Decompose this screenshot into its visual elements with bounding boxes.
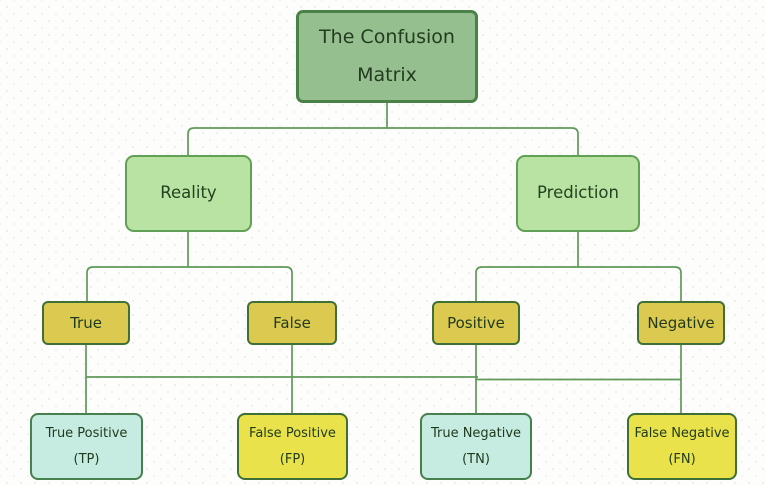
node-false-positive-label: False Positive (249, 425, 336, 441)
edge-prediction-children (475, 266, 682, 302)
node-negative: Negative (637, 301, 725, 345)
node-true-negative-abbr: (TN) (462, 451, 490, 467)
node-false-negative-abbr: (FN) (668, 451, 696, 467)
node-false-positive-abbr: (FP) (279, 451, 306, 467)
node-prediction: Prediction (516, 155, 640, 232)
node-prediction-label: Prediction (537, 183, 619, 203)
node-false-label: False (273, 313, 311, 332)
node-confusion-matrix-label-line2: Matrix (357, 63, 417, 86)
node-true-label: True (70, 313, 102, 332)
node-true-positive-abbr: (TP) (73, 451, 100, 467)
node-true: True (42, 301, 130, 345)
node-false-negative: False Negative (FN) (627, 413, 737, 480)
edge-reality-children (86, 266, 293, 302)
node-positive: Positive (432, 301, 520, 345)
node-true-negative: True Negative (TN) (420, 413, 532, 480)
node-reality: Reality (125, 155, 252, 232)
node-negative-label: Negative (647, 313, 715, 332)
node-confusion-matrix: The Confusion Matrix (296, 10, 478, 103)
node-false: False (247, 301, 337, 345)
edge-root-children (187, 127, 579, 156)
node-true-positive: True Positive (TP) (30, 413, 143, 480)
node-positive-label: Positive (447, 313, 505, 332)
node-confusion-matrix-label-line1: The Confusion (319, 26, 455, 49)
node-false-negative-label: False Negative (634, 425, 730, 441)
node-false-positive: False Positive (FP) (237, 413, 348, 480)
node-reality-label: Reality (160, 183, 217, 203)
node-true-negative-label: True Negative (430, 425, 522, 441)
node-true-positive-label: True Positive (45, 425, 128, 441)
